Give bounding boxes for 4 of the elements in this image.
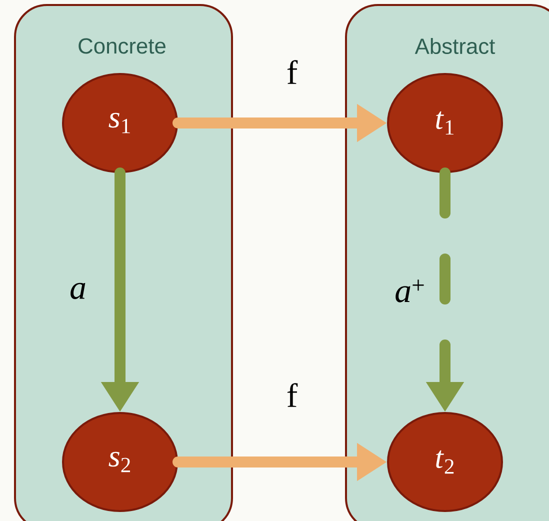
edge-label: f	[287, 383, 298, 407]
edge-label: a	[70, 282, 86, 300]
edge-label: a$^{+}$	[396, 280, 424, 302]
edge-label: f	[287, 60, 298, 84]
